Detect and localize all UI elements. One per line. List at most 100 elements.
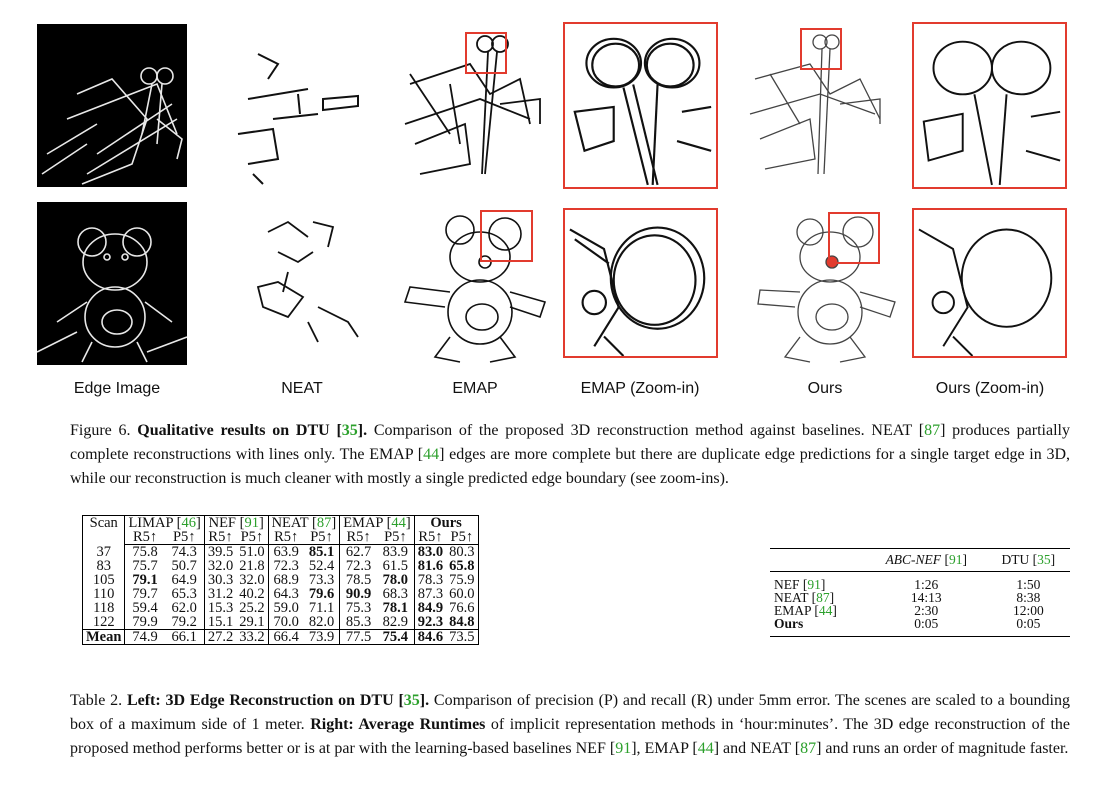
value-cell: 52.4: [303, 559, 341, 573]
emap-scissors-zoom-box: [465, 32, 507, 74]
neat-teddy: [218, 202, 388, 365]
runtime-abc-cell: 0:05: [865, 617, 987, 637]
ours-teddy-zoom-box: [828, 212, 880, 264]
value-cell: 79.1: [132, 572, 158, 588]
p5-header: P5↑: [164, 530, 205, 545]
ref-link[interactable]: 35: [403, 692, 420, 709]
value-cell: 50.7: [164, 559, 205, 573]
caption-text: ] produces partially complete reconstruc…: [70, 422, 1070, 463]
ours-scissors: [740, 24, 910, 187]
mean-value-cell: 74.9: [124, 629, 165, 645]
runtime-dtu-cell: 1:50: [1016, 577, 1041, 592]
ref-link[interactable]: 44: [818, 603, 833, 618]
mean-value-cell: 66.4: [268, 629, 304, 645]
p5-header: P5↑: [376, 530, 415, 545]
value-cell: 31.2: [207, 586, 234, 602]
runtime-dtu-cell: 12:00: [1012, 603, 1044, 618]
value-cell: 15.1: [207, 614, 234, 630]
value-cell: 79.9: [132, 614, 158, 630]
caption-subtitle: Right: Average Runtimes: [310, 716, 486, 733]
value-cell: 51.0: [236, 544, 269, 559]
caption-prefix: Table 2.: [70, 692, 127, 709]
table-caption: Table 2. Left: 3D Edge Reconstruction on…: [70, 689, 1070, 761]
caption-text: Comparison of precision (P) and recall (…: [70, 692, 1070, 733]
runtime-method-cell: Ours: [770, 617, 866, 637]
value-cell: 83.9: [376, 544, 415, 559]
col-label-ours-zoom: Ours (Zoom-in): [935, 380, 1045, 397]
value-cell: 83.0: [417, 544, 444, 560]
ref-link[interactable]: 91: [807, 577, 821, 592]
ref-link[interactable]: 44: [697, 740, 714, 757]
value-cell: 79.6: [303, 587, 341, 601]
caption-text: Comparison of the proposed 3D reconstruc…: [367, 422, 925, 439]
emap-scissors-zoom: [563, 22, 718, 189]
col-label-emap-zoom: EMAP (Zoom-in): [580, 380, 700, 397]
ref-link[interactable]: 35: [341, 422, 358, 439]
mean-value-cell: 77.5: [339, 629, 377, 645]
caption-text: ] and NEAT [: [713, 740, 801, 757]
caption-text: of implicit representation methods in ‘h…: [70, 716, 1070, 757]
col-label-ours: Ours: [807, 380, 843, 397]
col-label-neat: NEAT: [281, 380, 323, 397]
edge-image-scissors: [37, 24, 187, 187]
ref-link[interactable]: 87: [816, 590, 830, 605]
runtime-abc-cell: 14:13: [910, 590, 942, 605]
mean-label: Mean: [81, 629, 126, 645]
ref-link[interactable]: 44: [423, 446, 440, 463]
ref-link[interactable]: 87: [924, 422, 941, 439]
emap-scissors: [390, 24, 560, 187]
ref-link[interactable]: 87: [800, 740, 817, 757]
mean-value-cell: 73.5: [446, 629, 479, 645]
method-header: EMAP [44]: [339, 515, 415, 530]
value-cell: 21.8: [236, 559, 269, 573]
mean-value-cell: 66.1: [164, 629, 205, 645]
value-cell: 84.9: [417, 600, 444, 616]
scan-cell: 105: [81, 573, 126, 587]
value-cell: 29.1: [236, 615, 269, 630]
ref-link[interactable]: 91: [615, 740, 632, 757]
mean-value-cell: 27.2: [204, 629, 237, 645]
edge-reconstruction-table: Scan LIMAP [46] NEF [91] NEAT [87] EMAP …: [81, 515, 479, 645]
value-cell: 82.9: [376, 615, 415, 630]
value-cell: 62.0: [164, 601, 205, 615]
value-cell: 30.3: [207, 572, 234, 588]
p5-header: P5↑: [236, 530, 269, 545]
value-cell: 75.7: [132, 558, 158, 574]
r5-header: R5↑: [204, 530, 237, 545]
mean-value-cell: 75.4: [376, 629, 415, 645]
value-cell: 60.0: [446, 587, 479, 601]
caption-title-end: ].: [357, 422, 368, 439]
value-cell: 85.1: [303, 544, 341, 559]
scan-cell: 118: [81, 601, 126, 615]
value-cell: 64.3: [273, 586, 299, 602]
caption-title: Left: 3D Edge Reconstruction on DTU [: [126, 692, 404, 709]
value-cell: 75.8: [132, 544, 158, 560]
value-cell: 81.6: [417, 558, 444, 574]
value-cell: 85.3: [345, 614, 372, 630]
mean-value-cell: 73.9: [303, 629, 341, 645]
value-cell: 80.3: [446, 544, 479, 559]
figure-6: Edge Image NEAT EMAP EMAP (Zoom-in) Ours…: [37, 22, 1067, 397]
caption-title-end: ].: [419, 692, 430, 709]
value-cell: 76.6: [446, 601, 479, 615]
ours-scissors-zoom: [912, 22, 1067, 189]
method-header: NEF [91]: [204, 515, 269, 530]
value-cell: 59.0: [273, 600, 299, 616]
value-cell: 79.2: [164, 615, 205, 630]
method-header: NEAT [87]: [268, 515, 341, 530]
emap-teddy-zoom: [563, 208, 718, 358]
col-label-edge-image: Edge Image: [73, 380, 161, 397]
runtime-abc-header: ABC-NEF [91]: [865, 548, 987, 572]
caption-prefix: Figure 6.: [70, 422, 138, 439]
runtime-abc-cell: 2:30: [914, 603, 939, 618]
value-cell: 39.5: [207, 544, 234, 560]
scan-header: Scan: [81, 515, 126, 545]
r5-header: R5↑: [414, 530, 447, 545]
